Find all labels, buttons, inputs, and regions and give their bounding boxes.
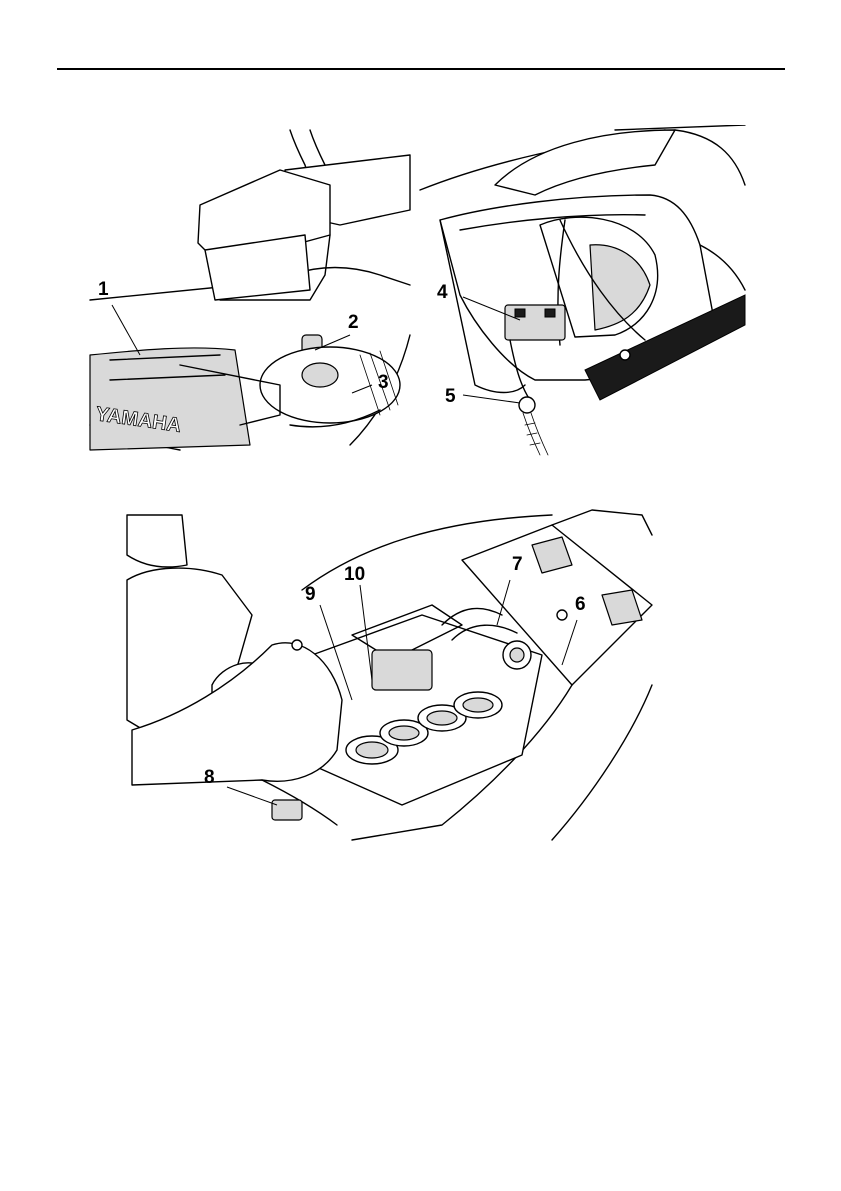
figure-engine-compartment-illustration (122, 505, 662, 845)
figure-seat-removed-front: YAMAHA 1 2 3 (80, 125, 415, 460)
figure-rear-compartment: 4 5 (415, 125, 750, 465)
callout-5: 5 (445, 387, 456, 406)
figure-rear-compartment-illustration (415, 125, 750, 465)
figure-engine-compartment: 6 7 8 9 10 (122, 505, 662, 845)
callout-2: 2 (348, 313, 359, 332)
callout-8: 8 (204, 768, 215, 787)
callout-1: 1 (98, 280, 109, 299)
header-rule (57, 68, 785, 70)
callout-10: 10 (344, 565, 365, 584)
callout-7: 7 (512, 555, 523, 574)
callout-4: 4 (437, 283, 448, 302)
callout-9: 9 (305, 585, 316, 604)
callout-3: 3 (378, 373, 389, 392)
callout-6: 6 (575, 595, 586, 614)
figure-seat-removed-front-illustration: YAMAHA (80, 125, 415, 460)
